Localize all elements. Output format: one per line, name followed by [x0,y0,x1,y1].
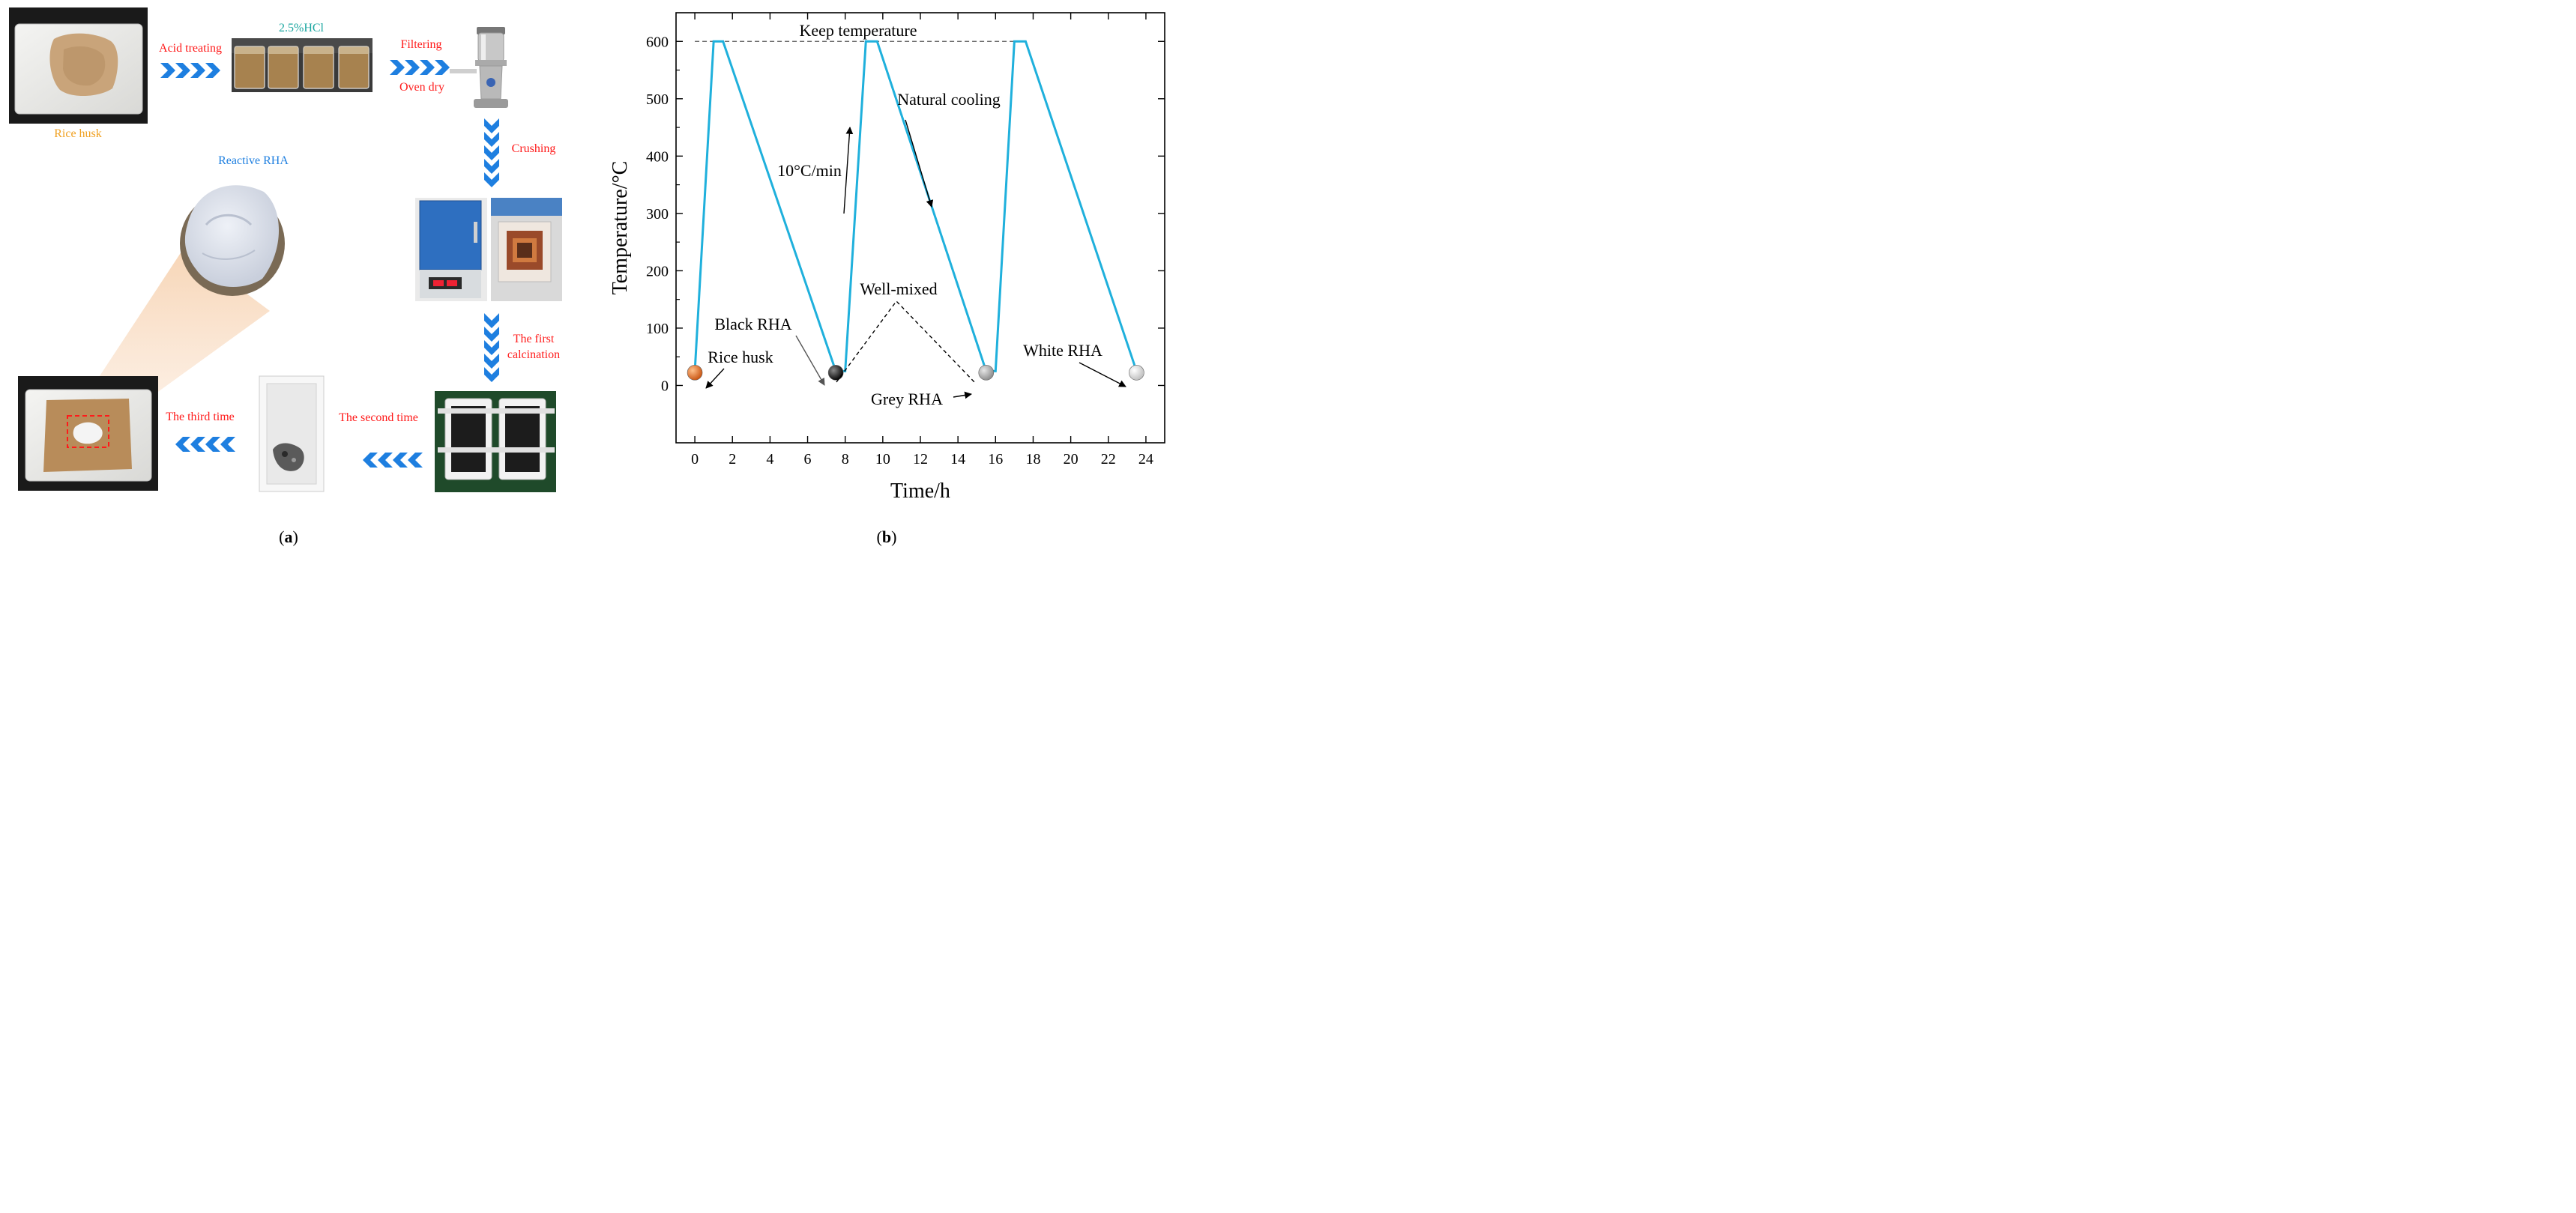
x-tick-label: 24 [1138,451,1153,468]
third-time-label: The third time [166,411,235,423]
grey-rha-pointer [953,391,972,399]
reactive-rha-tray-photo [18,376,158,491]
sample-marker-grey-rha [978,365,995,381]
x-tick-label: 22 [1101,451,1116,468]
rice-husk-photo [9,7,148,124]
x-tick-label: 20 [1064,451,1079,468]
x-tick-label: 14 [950,451,965,468]
grey-rha-crucible-photo [259,375,325,492]
arrow-chevrons-down-icon [484,118,499,187]
sample-marker-black-rha [827,365,844,381]
arrow-chevrons-left-icon [363,453,423,468]
arrow-chevrons-down-icon [484,313,499,382]
x-tick-label: 2 [729,451,736,468]
y-tick-label: 500 [646,91,669,108]
y-axis: 0 100 200 300 400 500 600 [646,34,1165,394]
acid-beakers-photo [232,38,372,92]
white-rha-label: White RHA [1023,341,1103,360]
hcl-label: 2.5%HCl [279,22,325,34]
x-tick-label: 12 [913,451,928,468]
well-mixed-connector [836,300,977,384]
y-tick-label: 600 [646,34,669,50]
x-tick-label: 10 [875,451,890,468]
reactive-rha-magnified [180,185,285,296]
zoom-region-box [67,415,109,448]
arrow-chevrons-right-icon [160,63,220,78]
crushing-label: Crushing [512,142,556,155]
well-mixed-label: Well-mixed [860,279,937,298]
second-time-label: The second time [339,411,418,424]
y-axis-title: Temperature/°C [609,161,632,295]
black-rha-label: Black RHA [714,315,791,333]
x-tick-label: 0 [691,451,699,468]
natural-cooling-arrow [905,119,934,208]
acid-treating-label: Acid treating [159,42,222,55]
y-tick-label: 400 [646,148,669,165]
white-rha-pointer [1079,362,1126,387]
x-tick-label: 4 [766,451,773,468]
rice-husk-label: Rice husk [54,127,102,140]
plot-frame [675,12,1165,444]
muffle-furnace-photo [415,198,487,301]
filtering-label: Filtering [400,38,441,51]
y-tick-label: 300 [646,206,669,223]
y-tick-label: 0 [661,378,669,394]
keep-temperature-label: Keep temperature [800,21,917,40]
series-lines [693,40,1138,372]
x-tick-label: 16 [988,451,1003,468]
x-axis-title: Time/h [890,480,950,503]
x-tick-label: 6 [804,451,812,468]
arrow-chevrons-left-icon [175,437,235,452]
panel-a-caption: (a) [279,527,298,546]
heating-rate-arrow [843,127,854,214]
rice-husk-marker-label: Rice husk [708,348,773,366]
sample-marker-white-rha [1129,365,1144,381]
heating-rate-label: 10°C/min [777,161,842,180]
first-calcination-line2: calcination [507,348,560,361]
arrow-chevrons-right-icon [390,60,450,75]
furnace-interior-photo [491,198,562,301]
grinder-photo [450,27,508,108]
black-rha-pointer [795,335,825,386]
crucibles-photo [435,391,556,492]
panel-b-caption: (b) [877,527,897,546]
grey-rha-label: Grey RHA [871,390,943,408]
first-calcination-line1: The first [513,333,555,345]
x-tick-label: 18 [1025,451,1040,468]
reactive-rha-label: Reactive RHA [218,154,289,167]
natural-cooling-label: Natural cooling [897,90,1000,109]
sample-marker-rice-husk [687,365,703,381]
x-tick-label: 8 [842,451,849,468]
figure: Rice husk Acid treating 2.5%HCl Filterin… [9,7,1165,546]
y-tick-label: 200 [646,263,669,279]
oven-dry-label: Oven dry [399,81,444,94]
rice-husk-pointer [705,368,725,389]
y-tick-label: 100 [646,321,669,337]
sample-markers [687,365,1144,381]
panel-a: Rice husk Acid treating 2.5%HCl Filterin… [9,7,562,546]
temperature-profile-line [693,40,1138,372]
